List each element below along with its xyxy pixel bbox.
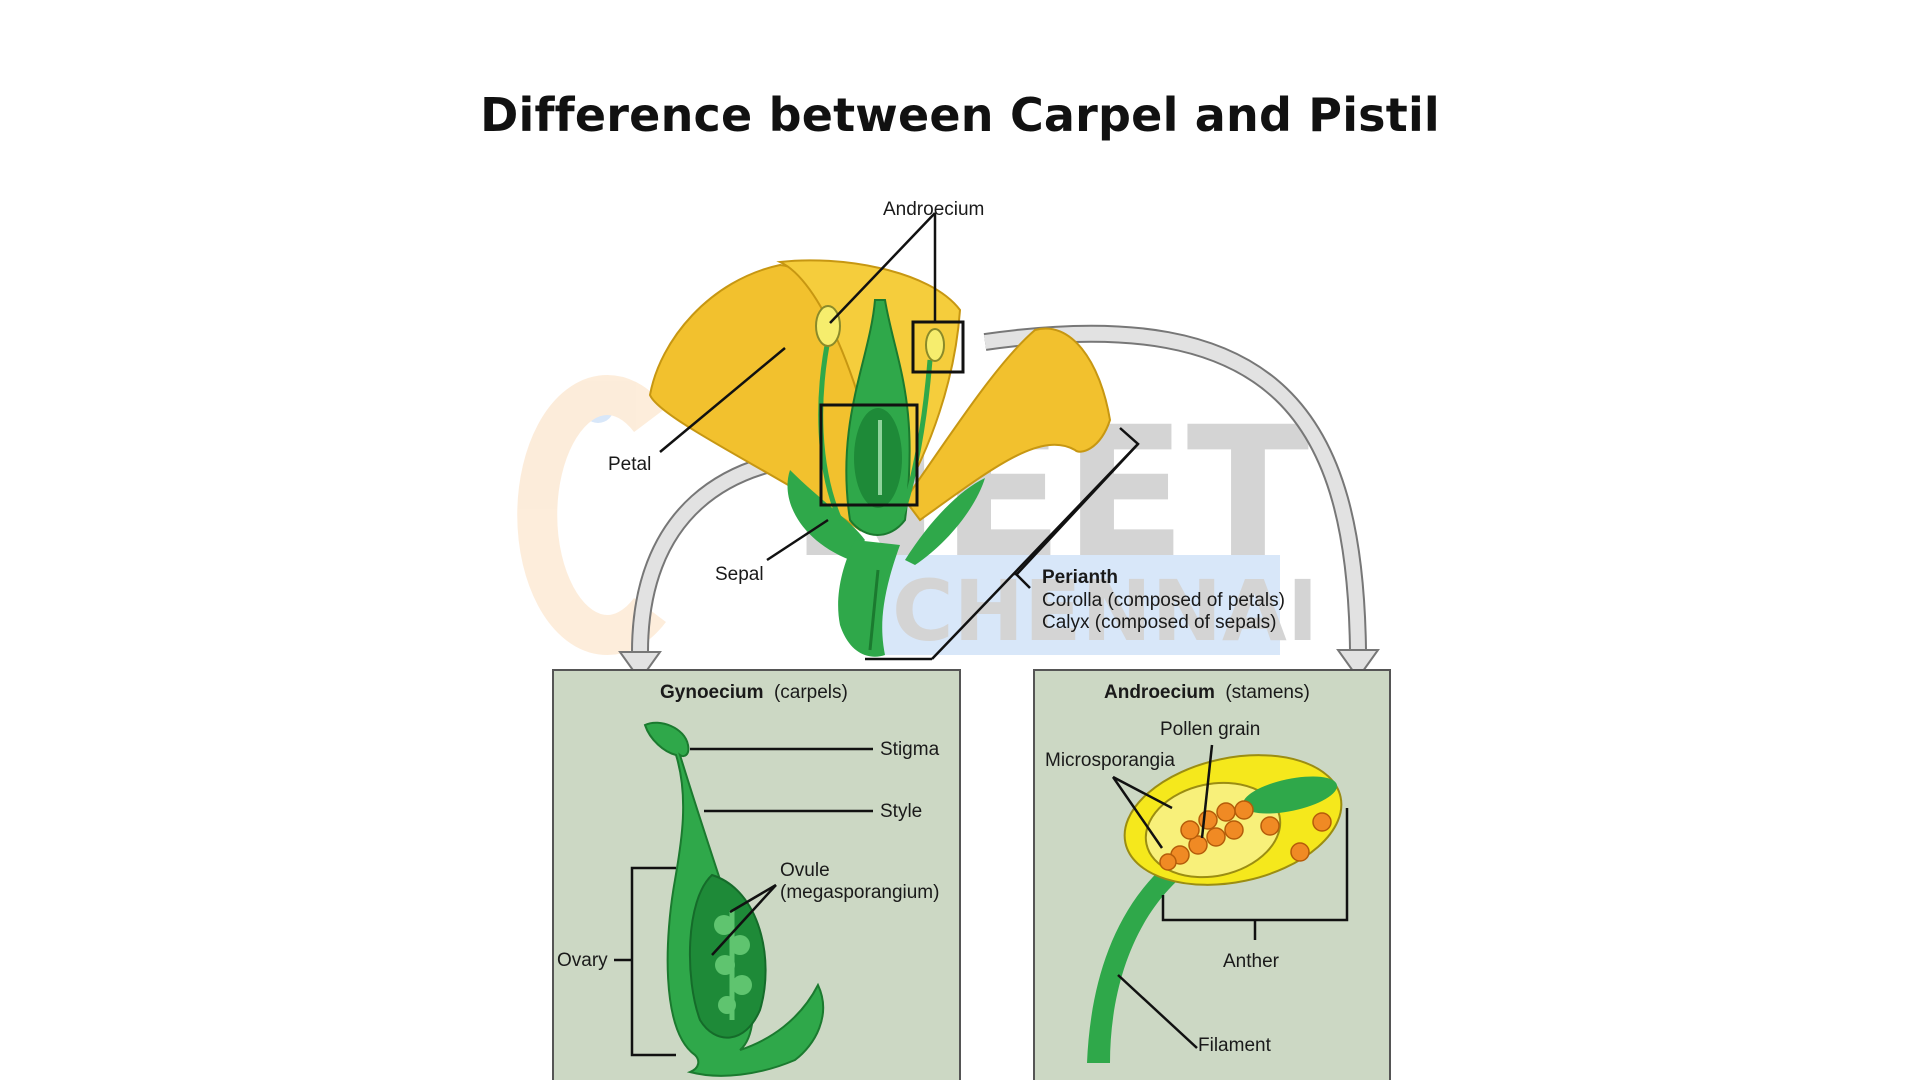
- gynoecium-panel: Gynoecium (carpels) Stigma Style Ovule (…: [552, 669, 961, 1080]
- label-stigma: Stigma: [880, 739, 940, 760]
- anther-right: [925, 328, 945, 362]
- carpel-shape: [643, 721, 824, 1077]
- label-anther: Anther: [1223, 951, 1280, 972]
- watermark-c-mark: [517, 375, 666, 655]
- page-title: Difference between Carpel and Pistil: [480, 88, 1440, 142]
- anther-highlight-box: [911, 320, 965, 374]
- sepal-leader: [766, 518, 829, 562]
- pollen-grain: [1260, 816, 1280, 836]
- pollen-grain: [1180, 820, 1200, 840]
- filament-leader: [1117, 974, 1198, 1049]
- watermark: NEET CHENNAI: [517, 375, 1318, 660]
- gynoecium-title-rest: (carpels): [774, 682, 848, 703]
- ovules: [714, 910, 752, 1020]
- androecium-title-bold: Androecium: [1104, 682, 1215, 703]
- sepal-left: [787, 470, 865, 560]
- label-ovule: Ovule: [780, 860, 830, 881]
- label-pollen-grain: Pollen grain: [1160, 719, 1260, 740]
- gynoecium-title: Gynoecium (carpels): [660, 682, 848, 703]
- pollen-grain: [1206, 827, 1226, 847]
- ovule: [732, 975, 752, 995]
- label-megasporangium: (megasporangium): [780, 882, 939, 903]
- filament: [1087, 865, 1178, 1063]
- sepal-right: [905, 478, 985, 565]
- pollen-grain: [1216, 802, 1236, 822]
- arrow-to-androecium: [984, 326, 1365, 651]
- pollen-grain: [1234, 800, 1254, 820]
- watermark-dot: [582, 391, 614, 423]
- petal-right: [903, 327, 1112, 522]
- ovule: [714, 915, 734, 935]
- androecium-leader-left: [829, 212, 936, 324]
- label-style: Style: [880, 801, 922, 822]
- pollen-grain: [1188, 835, 1208, 855]
- label-androecium: Androecium: [883, 199, 984, 220]
- ovary-highlight-box: [819, 403, 919, 507]
- ovule-leader-1: [729, 883, 777, 914]
- androecium-title-rest: (stamens): [1225, 682, 1309, 703]
- pollen-grain: [1198, 810, 1218, 830]
- label-petal: Petal: [608, 454, 651, 475]
- label-perianth-corolla: Corolla (composed of petals): [1042, 590, 1285, 611]
- anther-left: [815, 305, 841, 347]
- ovary-bracket: [630, 866, 676, 1057]
- perianth-bracket: [931, 443, 1139, 660]
- androecium-title: Androecium (stamens): [1104, 682, 1310, 703]
- label-microsporangia: Microsporangia: [1045, 750, 1175, 771]
- ovule: [730, 935, 750, 955]
- perianth-bracket-tick: [1014, 572, 1031, 589]
- watermark-band: [880, 555, 1280, 655]
- gynoecium-title-bold: Gynoecium: [660, 682, 763, 703]
- microsporangia-leader-1: [1112, 775, 1173, 810]
- arrow-head-androecium: [1336, 649, 1380, 680]
- pollen-grain: [1224, 820, 1244, 840]
- ovule-leader-2: [711, 884, 777, 956]
- watermark-text-bottom: CHENNAI: [892, 562, 1318, 660]
- pollen-grain-leader: [1200, 744, 1214, 839]
- label-perianth-calyx: Calyx (composed of sepals): [1042, 612, 1276, 633]
- pollen-grain: [1159, 853, 1177, 871]
- label-sepal: Sepal: [715, 564, 764, 585]
- pollen-grain: [1290, 842, 1310, 862]
- pollen-grain: [1312, 812, 1332, 832]
- label-ovary: Ovary: [557, 950, 608, 971]
- label-filament: Filament: [1198, 1035, 1272, 1056]
- androecium-panel: Androecium (stamens) Pollen grain Mic: [1033, 669, 1391, 1080]
- connective: [1242, 776, 1338, 814]
- pollen-grains: [1159, 800, 1332, 871]
- microsporangia-leader-2: [1111, 776, 1164, 849]
- arrow-head-gynoecium: [618, 651, 662, 682]
- pedicel-line: [868, 569, 880, 651]
- petal-leader: [659, 347, 786, 453]
- receptacle: [838, 540, 900, 657]
- flower: [648, 259, 1112, 657]
- label-perianth-title: Perianth: [1042, 567, 1118, 588]
